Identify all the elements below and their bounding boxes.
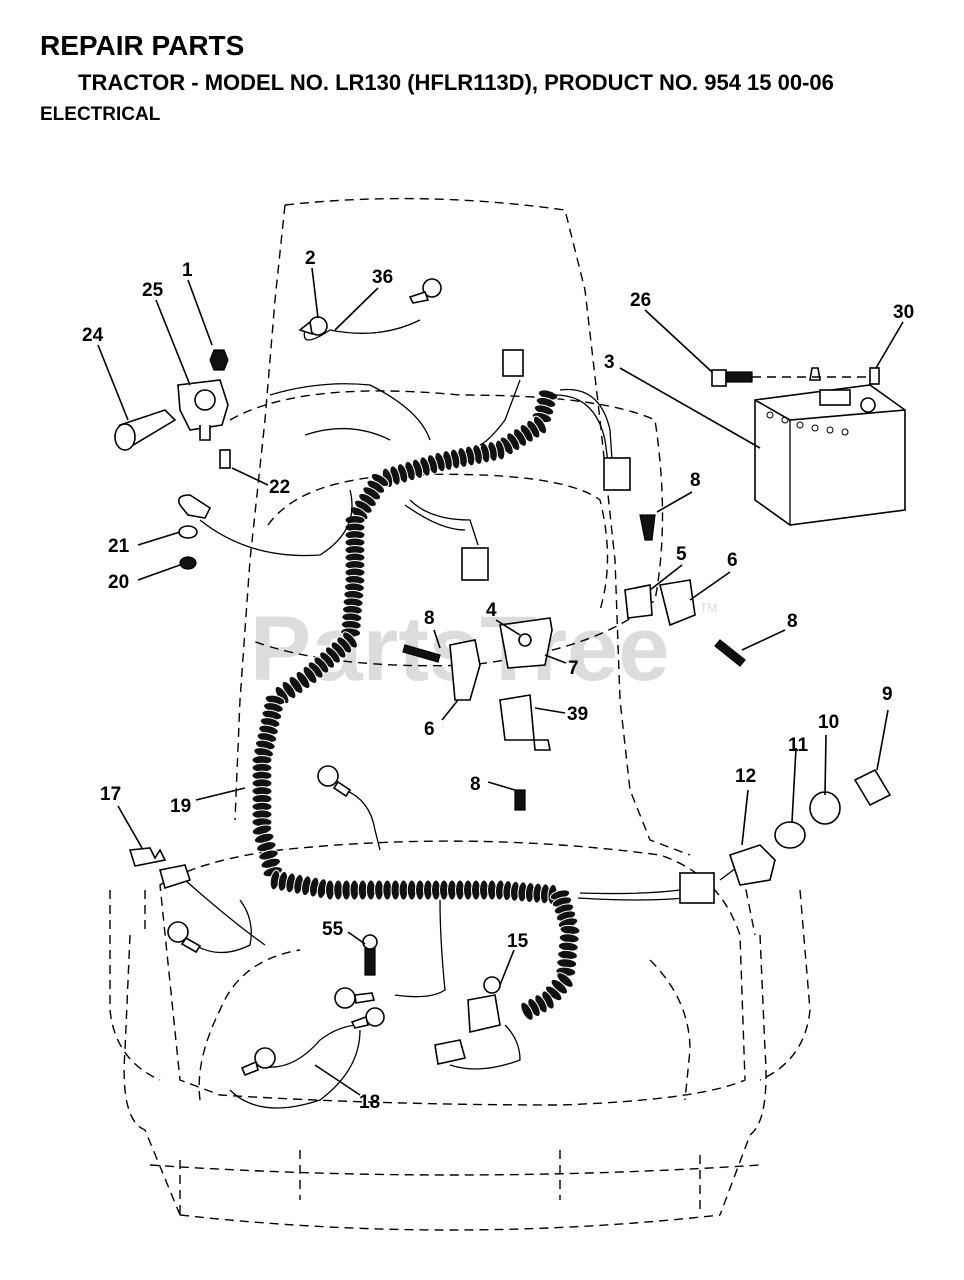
callout-15: 15	[507, 931, 529, 952]
callout-8c: 8	[787, 611, 798, 632]
battery-bolt	[711, 367, 880, 387]
ring-terminals	[167, 278, 442, 1077]
callout-20: 20	[108, 572, 129, 593]
watermark-tm: TM	[700, 601, 717, 615]
ignition-switch	[728, 768, 892, 886]
callout-36: 36	[372, 267, 393, 288]
page-title: REPAIR PARTS	[40, 30, 245, 61]
callout-11: 11	[788, 735, 809, 756]
callout-5: 5	[676, 544, 687, 565]
harness-coil	[406, 879, 417, 901]
callout-8b: 8	[424, 608, 435, 629]
callout-6a: 6	[727, 550, 738, 571]
callout-21: 21	[108, 536, 130, 557]
callout-26: 26	[630, 290, 651, 311]
terminal-boot	[114, 409, 177, 451]
harness-coil	[365, 879, 376, 901]
callout-4: 4	[486, 600, 497, 621]
battery	[754, 367, 906, 526]
callout-55: 55	[322, 919, 344, 940]
harness-coil	[398, 879, 409, 901]
section-title: ELECTRICAL	[40, 104, 161, 125]
callout-39: 39	[567, 704, 588, 725]
harness-coil	[382, 879, 393, 901]
callout-3: 3	[604, 352, 615, 373]
callout-24: 24	[82, 325, 104, 346]
callout-18: 18	[359, 1092, 380, 1113]
harness-coil	[325, 879, 335, 901]
connectors	[128, 349, 715, 1065]
callout-7: 7	[568, 658, 579, 679]
callout-30: 30	[893, 302, 914, 323]
harness-wires	[184, 319, 741, 1109]
callout-22: 22	[269, 477, 290, 498]
callout-17: 17	[100, 784, 121, 805]
harness-coil	[333, 879, 344, 901]
harness-coil	[357, 879, 368, 901]
leader-lines	[97, 267, 904, 1096]
callout-labels: 1 2 36 25 24 26 30 3 22 8 21 20 5 6 4 8 …	[82, 248, 914, 1113]
coiled-harness	[251, 389, 581, 1021]
callout-25: 25	[142, 280, 164, 301]
brackets-and-switches	[449, 579, 696, 1033]
callout-1: 1	[182, 260, 193, 281]
callout-8a: 8	[690, 470, 701, 491]
harness-coil	[374, 879, 385, 901]
tractor-outline	[109, 197, 811, 1231]
callout-12: 12	[735, 766, 756, 787]
callout-19: 19	[170, 796, 191, 817]
model-subtitle: TRACTOR - MODEL NO. LR130 (HFLR113D), PR…	[78, 70, 834, 95]
callout-2: 2	[305, 248, 316, 269]
callout-10: 10	[818, 712, 839, 733]
callout-6b: 6	[424, 719, 435, 740]
callout-8d: 8	[470, 774, 481, 795]
fasteners	[362, 514, 746, 976]
starter-solenoid	[177, 349, 229, 441]
harness-coil	[349, 879, 360, 901]
callout-9: 9	[882, 684, 893, 705]
harness-coil	[520, 1001, 534, 1021]
small-hardware	[177, 449, 231, 570]
